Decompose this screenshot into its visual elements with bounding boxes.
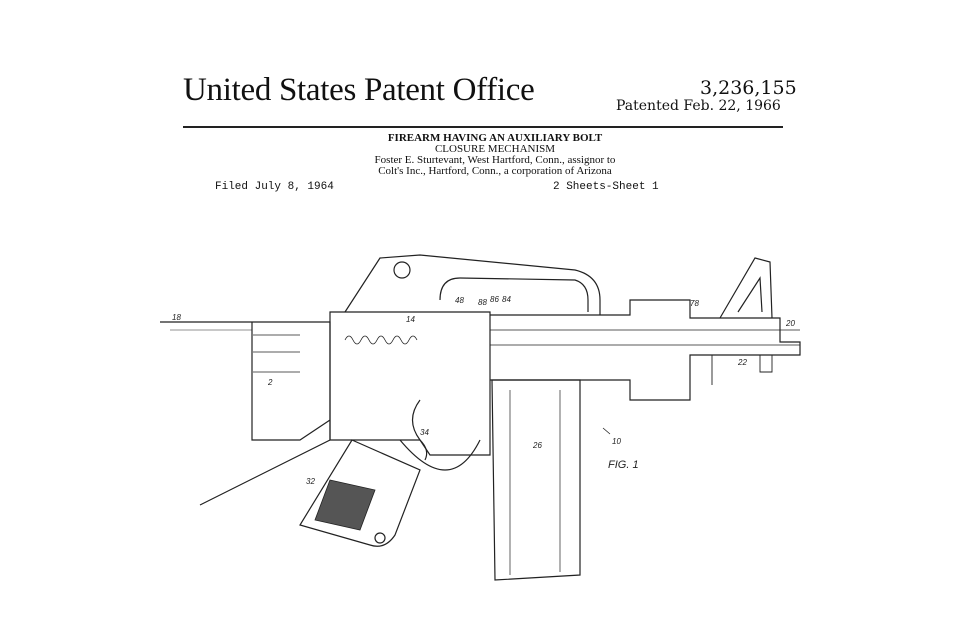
- ref-label: 88: [478, 298, 487, 307]
- header-rule: [183, 126, 783, 128]
- receiver: [329, 311, 491, 456]
- title-line-2: CLOSURE MECHANISM: [434, 143, 556, 155]
- patented-date: Patented Feb. 22, 1966: [616, 98, 781, 114]
- ref-main-label: 10: [612, 437, 621, 446]
- front-sight: [719, 257, 773, 319]
- sheet-info: 2 Sheets-Sheet 1: [553, 181, 659, 193]
- ref-label: 78: [690, 299, 699, 308]
- ref-label: 34: [420, 428, 429, 437]
- office-heading: United States Patent Office: [183, 72, 535, 108]
- upper-barrel-assembly: [490, 299, 801, 401]
- inventor-line: Foster E. Sturtevant, West Hartford, Con…: [374, 154, 616, 166]
- carry-handle: [344, 254, 601, 315]
- trigger-guard: [399, 439, 481, 471]
- ref-label: 14: [406, 315, 415, 324]
- ref-label: 18: [172, 313, 181, 322]
- patent-number: 3,236,155: [700, 77, 797, 99]
- ref-label: 2: [267, 378, 273, 387]
- figure-caption: FIG. 1: [608, 459, 639, 471]
- ref-label: 20: [785, 319, 795, 328]
- buffer-spring: [344, 335, 418, 345]
- ref-label: 26: [532, 441, 542, 450]
- assignee-line: Colt's Inc., Hartford, Conn., a corporat…: [378, 165, 612, 177]
- trigger: [411, 399, 428, 461]
- ref-label: 48: [455, 296, 464, 305]
- ref-label: 32: [306, 477, 315, 486]
- ref-label: 86: [490, 295, 499, 304]
- pistol-grip: [299, 439, 421, 547]
- ref-label: 84: [502, 295, 511, 304]
- filed-date: Filed July 8, 1964: [215, 181, 334, 193]
- magazine: [491, 379, 581, 581]
- title-line-1: FIREARM HAVING AN AUXILIARY BOLT: [387, 132, 603, 144]
- rear-sight-drum: [393, 261, 411, 279]
- ref-label: 22: [737, 358, 747, 367]
- grip-texture: [314, 479, 376, 531]
